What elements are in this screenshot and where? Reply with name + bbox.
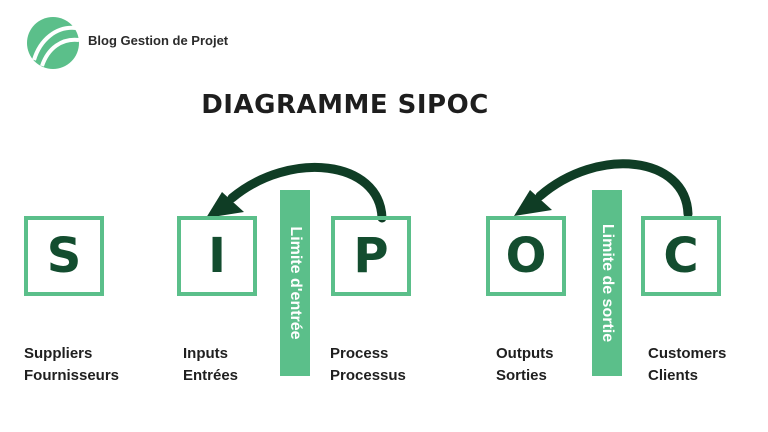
label-en: Suppliers [24,345,93,362]
page-title: DIAGRAMME SIPOC [201,90,489,120]
label-customers: Customers Clients [648,343,726,387]
arrow-head-o [514,190,552,216]
box-s: S [24,216,104,296]
box-o: O [486,216,566,296]
label-suppliers: Suppliers Fournisseurs [24,343,119,387]
leaf-logo-icon [27,17,80,69]
label-fr: Clients [648,367,699,384]
arrow-p-to-i [227,163,387,223]
label-outputs: Outputs Sorties [496,343,554,387]
limit-exit-label: Limite de sortie [599,223,616,343]
label-en: Inputs [183,345,228,362]
limit-entry-label: Limite d'entrée [287,226,304,340]
label-en: Process [330,345,389,362]
arrow-c-to-o [535,159,693,219]
box-i: I [177,216,257,296]
letter-i: I [208,228,226,284]
label-fr: Fournisseurs [24,367,120,384]
arrow-head-i [206,192,244,218]
brand-name: Blog Gestion de Projet [88,33,229,48]
label-inputs: Inputs Entrées [183,343,238,387]
label-fr: Entrées [183,367,239,384]
limit-entry-bar: Limite d'entrée [280,190,310,376]
limit-exit-bar: Limite de sortie [592,190,622,376]
label-fr: Sorties [496,367,547,384]
label-en: Customers [648,345,727,362]
letter-p: P [353,228,389,284]
letter-o: O [505,228,547,284]
box-c: C [641,216,721,296]
label-process: Process Processus [330,343,406,387]
label-en: Outputs [496,345,554,362]
label-fr: Processus [330,367,406,384]
box-p: P [331,216,411,296]
letter-c: C [663,228,699,284]
letter-s: S [46,228,82,284]
